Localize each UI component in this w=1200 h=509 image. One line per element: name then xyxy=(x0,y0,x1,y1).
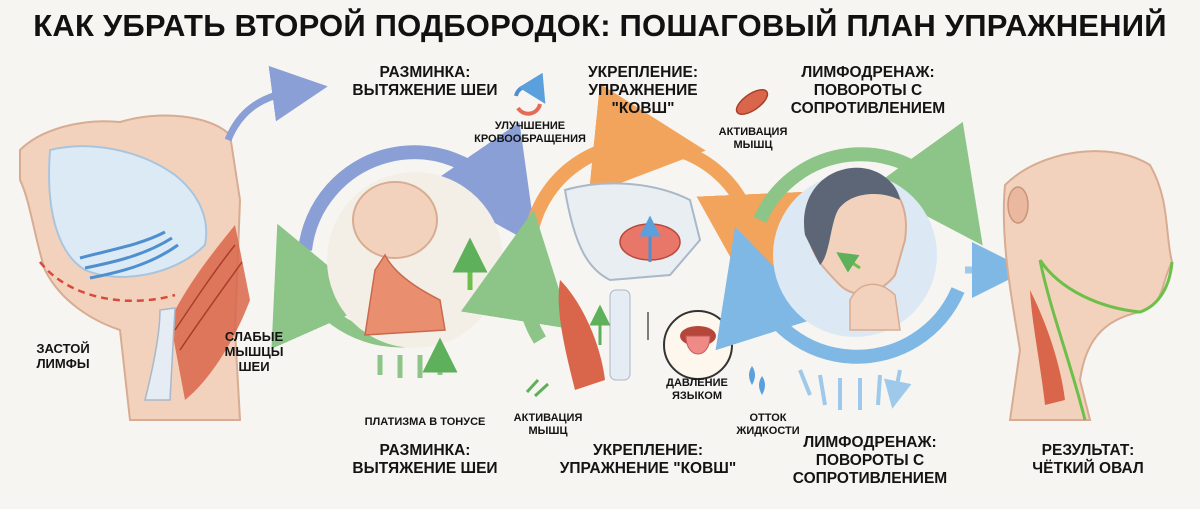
page-title: КАК УБРАТЬ ВТОРОЙ ПОДБОРОДОК: ПОШАГОВЫЙ … xyxy=(33,8,1167,43)
platysma-callout: ПЛАТИЗМА В ТОНУСЕ xyxy=(364,416,486,428)
strength-top-label: УКРЕПЛЕНИЕ:УПРАЖНЕНИЕ"КОВШ" xyxy=(588,64,698,117)
strength-cycle xyxy=(460,83,809,390)
warmup-bottom-label: РАЗМИНКА:ВЫТЯЖЕНИЕ ШЕИ xyxy=(352,442,498,477)
circulation-cycle-icon xyxy=(514,72,546,116)
muscle-icon-bottom xyxy=(525,378,550,398)
muscle-icon xyxy=(735,89,769,115)
result-bottom-label: РЕЗУЛЬТАТ:ЧЁТКИЙ ОВАЛ xyxy=(1032,442,1144,477)
warmup-cycle xyxy=(271,122,537,378)
result-profile-illustration xyxy=(965,150,1174,421)
lymph-cycle xyxy=(715,121,983,410)
problem-profile-illustration xyxy=(19,65,328,421)
strength-bottom-label: УКРЕПЛЕНИЕ:УПРАЖНЕНИЕ "КОВШ" xyxy=(559,442,737,477)
warmup-top-label: РАЗМИНКА:ВЫТЯЖЕНИЕ ШЕИ xyxy=(352,64,498,99)
